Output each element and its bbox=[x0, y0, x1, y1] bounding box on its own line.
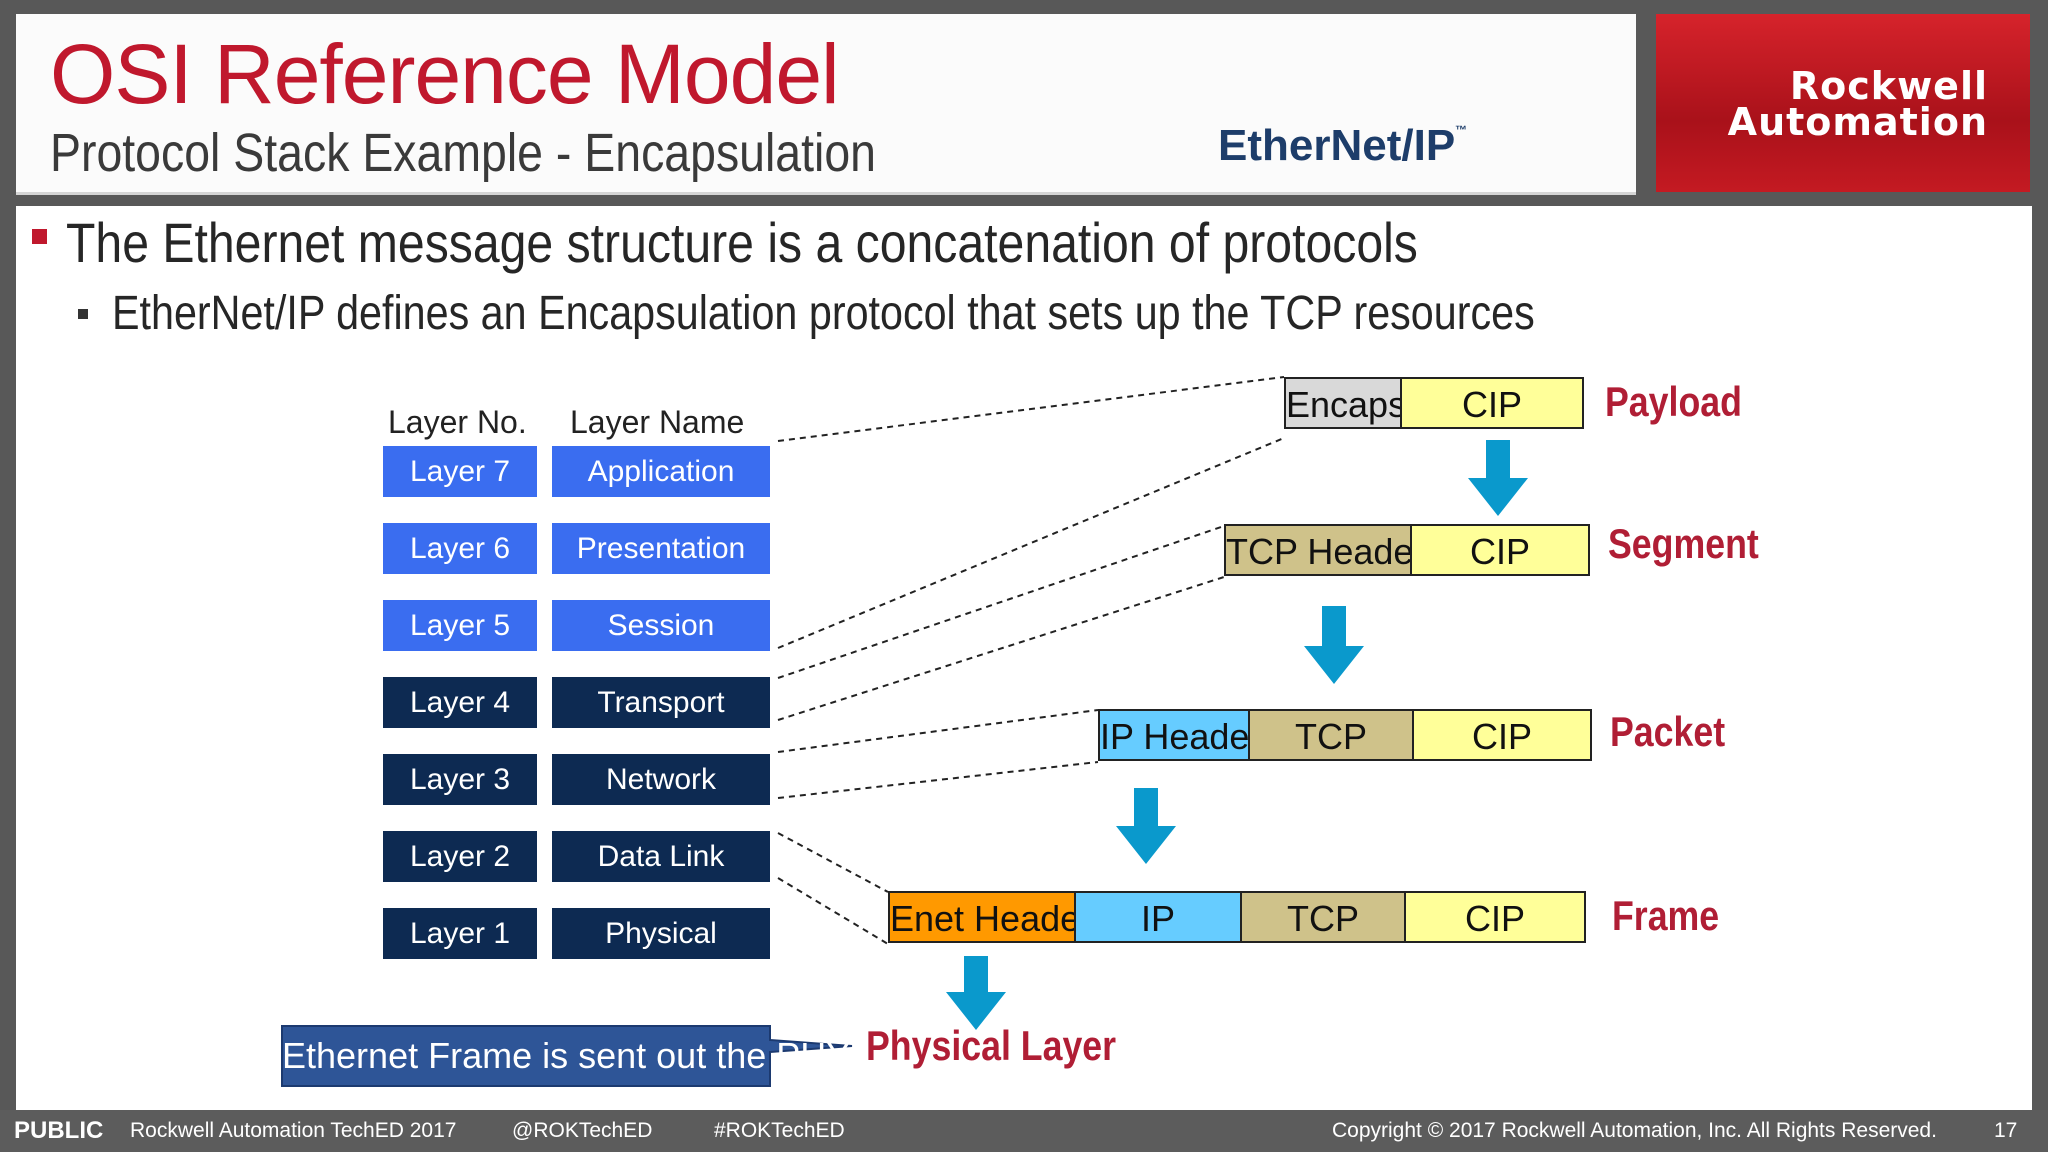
pdu-label-packet: Packet bbox=[1610, 708, 1726, 755]
footer-bar: PUBLIC Rockwell Automation TechED 2017 @… bbox=[0, 1110, 2048, 1152]
footer-handle: @ROKTechED bbox=[512, 1119, 653, 1142]
content-area bbox=[16, 206, 2032, 1110]
layer-number-1: Layer 1 bbox=[383, 908, 537, 959]
layer-number-6: Layer 6 bbox=[383, 523, 537, 574]
down-arrow-icon bbox=[1468, 440, 1528, 516]
rockwell-automation-logo: Rockwell Automation bbox=[1727, 64, 1988, 144]
footer-event: Rockwell Automation TechED 2017 bbox=[130, 1119, 457, 1142]
footer-classification: PUBLIC bbox=[14, 1117, 104, 1144]
pdu-cell-tcp: TCP bbox=[1248, 709, 1414, 761]
pdu-label-frame: Frame bbox=[1612, 892, 1720, 939]
connector-line bbox=[777, 761, 1099, 799]
header-panel bbox=[16, 14, 1636, 195]
pdu-cell-enet-header: Enet Header bbox=[888, 891, 1076, 943]
layer-name-application: Application bbox=[552, 446, 770, 497]
connector-line bbox=[777, 832, 889, 893]
rockwell-brand-box bbox=[1656, 14, 2030, 192]
physical-layer-label: Physical Layer bbox=[866, 1022, 1117, 1069]
pdu-cell-cip: CIP bbox=[1400, 377, 1584, 429]
slide-title: OSI Reference Model bbox=[50, 27, 840, 121]
bullet-level2: EtherNet/IP defines an Encapsulation pro… bbox=[112, 287, 1535, 340]
layer-name-presentation: Presentation bbox=[552, 523, 770, 574]
layer-name-data-link: Data Link bbox=[552, 831, 770, 882]
connector-line bbox=[777, 376, 1285, 442]
pdu-label-payload: Payload bbox=[1605, 378, 1742, 425]
layer-name-transport: Transport bbox=[552, 677, 770, 728]
bullet-marker bbox=[32, 229, 47, 244]
connector-line bbox=[777, 525, 1225, 679]
callout-text: Ethernet Frame is sent out the PHY bbox=[282, 1035, 851, 1076]
pdu-cell-cip: CIP bbox=[1410, 524, 1590, 576]
down-arrow-icon bbox=[1304, 606, 1364, 684]
connector-line bbox=[777, 576, 1225, 721]
connector-line bbox=[777, 877, 889, 945]
layer-name-physical: Physical bbox=[552, 908, 770, 959]
pdu-cell-tcp: TCP bbox=[1240, 891, 1406, 943]
pdu-cell-encaps: Encaps bbox=[1284, 377, 1402, 429]
layer-number-3: Layer 3 bbox=[383, 754, 537, 805]
bullet-level1: The Ethernet message structure is a conc… bbox=[66, 211, 1418, 274]
footer-page-number: 17 bbox=[1994, 1119, 2018, 1142]
layer-number-5: Layer 5 bbox=[383, 600, 537, 651]
pdu-cell-cip: CIP bbox=[1404, 891, 1586, 943]
down-arrow-icon bbox=[946, 956, 1006, 1030]
ethernet-ip-logo: EtherNet/IP™ bbox=[1218, 121, 1468, 170]
pdu-cell-cip: CIP bbox=[1412, 709, 1592, 761]
column-header-layer-name: Layer Name bbox=[570, 404, 745, 440]
pdu-label-segment: Segment bbox=[1608, 520, 1759, 567]
pdu-cell-ip-header: IP Header bbox=[1098, 709, 1250, 761]
pdu-cell-ip: IP bbox=[1074, 891, 1242, 943]
connector-line bbox=[777, 437, 1285, 649]
layer-name-session: Session bbox=[552, 600, 770, 651]
footer-copyright: Copyright © 2017 Rockwell Automation, In… bbox=[1332, 1119, 1937, 1142]
pdu-cell-tcp-header: TCP Header bbox=[1224, 524, 1412, 576]
layer-number-4: Layer 4 bbox=[383, 677, 537, 728]
bullet-marker bbox=[78, 309, 88, 319]
down-arrow-icon bbox=[1116, 788, 1176, 864]
layer-name-network: Network bbox=[552, 754, 770, 805]
footer-hashtag: #ROKTechED bbox=[714, 1119, 845, 1142]
layer-number-7: Layer 7 bbox=[383, 446, 537, 497]
slide-subtitle: Protocol Stack Example - Encapsulation bbox=[50, 123, 877, 183]
layer-number-2: Layer 2 bbox=[383, 831, 537, 882]
connector-line bbox=[777, 709, 1099, 753]
callout-box bbox=[281, 1025, 853, 1087]
column-header-layer-no: Layer No. bbox=[388, 404, 527, 440]
